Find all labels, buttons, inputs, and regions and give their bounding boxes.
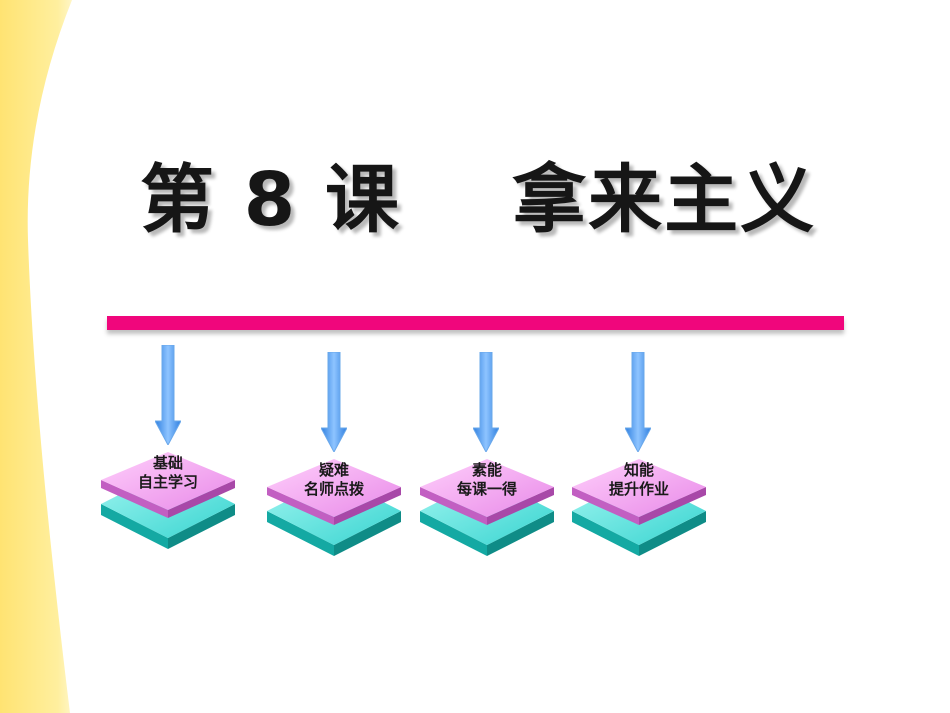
- menu-item-skills-per-lesson[interactable]: 素能每课一得: [420, 459, 554, 559]
- menu-item-expert-guidance[interactable]: 疑难名师点拨: [267, 459, 401, 559]
- menu-item-basic-self-study[interactable]: 基础自主学习: [101, 452, 235, 552]
- menu-item-label: 疑难名师点拨: [303, 461, 364, 498]
- stacked-tile-icon: [267, 459, 401, 556]
- stacked-tile-icon: [420, 459, 554, 556]
- down-arrow-icon: [625, 352, 651, 452]
- menu-item-label: 基础自主学习: [137, 454, 198, 491]
- divider-bar: [107, 316, 844, 330]
- stacked-tile-icon: [101, 452, 235, 549]
- menu-item-label: 素能每课一得: [456, 461, 517, 498]
- decorative-left-band: [0, 0, 72, 713]
- menu-item-label: 知能提升作业: [608, 461, 669, 498]
- down-arrow-icon: [473, 352, 499, 452]
- menu-item-homework[interactable]: 知能提升作业: [572, 459, 706, 559]
- down-arrow-icon: [321, 352, 347, 452]
- down-arrow-icon: [155, 345, 181, 445]
- stacked-tile-icon: [572, 459, 706, 556]
- slide-title: 第 8 课 拿来主义: [140, 157, 817, 243]
